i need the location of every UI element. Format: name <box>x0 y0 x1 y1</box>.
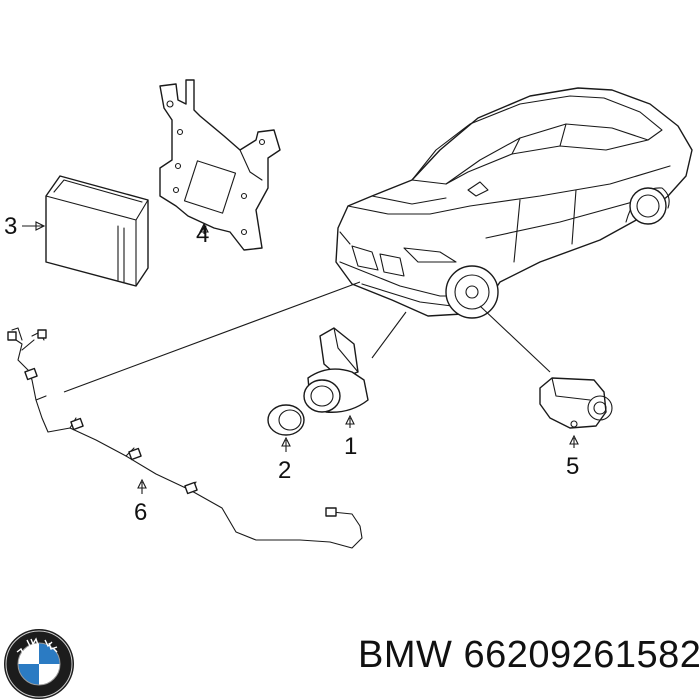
leader-1-car <box>371 311 407 359</box>
wiring-harness <box>7 327 363 549</box>
leader-arrow-2 <box>281 436 291 447</box>
part-number: 66209261582 <box>463 634 700 676</box>
car-illustration <box>335 87 693 319</box>
callout-4: 4 <box>196 221 209 248</box>
callout-5: 5 <box>566 453 579 480</box>
sensor-holder <box>539 377 613 429</box>
leader-5-car <box>479 305 551 373</box>
brand-name: BMW <box>358 634 453 676</box>
callout-1: 1 <box>344 433 357 460</box>
parking-sensor <box>303 327 369 413</box>
leader-arrow-1 <box>345 414 355 425</box>
leader-6-car <box>63 281 361 393</box>
leader-arrow-5 <box>569 434 579 445</box>
callout-3: 3 <box>4 213 17 240</box>
bmw-roundel-icon <box>4 629 74 699</box>
leader-arrow-3 <box>35 221 46 231</box>
control-unit-module <box>45 175 149 287</box>
leader-arrow-4 <box>199 222 209 233</box>
sensor-retaining-ring <box>267 404 305 436</box>
part-label: BMW 66209261582 <box>358 634 700 677</box>
mounting-bracket <box>159 79 281 251</box>
callout-6: 6 <box>134 499 147 526</box>
leader-arrow-6 <box>137 478 147 489</box>
callout-2: 2 <box>278 457 291 484</box>
